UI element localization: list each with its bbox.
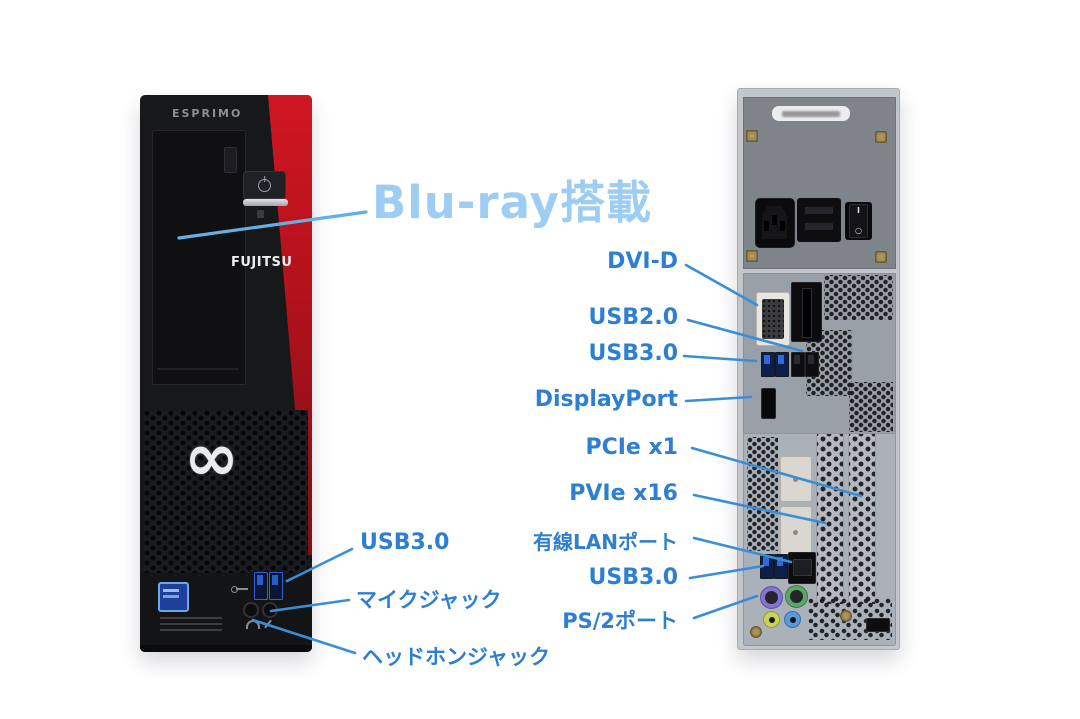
blank-slot-cover (780, 456, 812, 502)
label-usb20: USB2.0 (588, 305, 678, 330)
label-ps2: PS/2ポート (562, 609, 678, 633)
fujitsu-infinity-logo: ∞ (184, 419, 239, 496)
pc-front-view: ESPRIMO FUJITSU ∞ (140, 95, 312, 652)
label-blu-ray: Blu-ray搭載 (372, 176, 652, 229)
front-base-strip (140, 645, 312, 652)
front-mesh-grille (144, 410, 308, 582)
lan-port (788, 552, 816, 584)
power-indicator-bar (243, 199, 288, 206)
headphone-icon (246, 620, 260, 629)
label-dvi-d: DVI-D (607, 249, 678, 274)
screw (875, 251, 887, 263)
front-usb3-port-2 (269, 572, 283, 600)
audio-in-jack (784, 611, 801, 628)
esprimo-model-label: ESPRIMO (172, 107, 243, 120)
screw (750, 626, 762, 638)
rear-usb2-port-1 (791, 352, 805, 377)
label-pcie-x1: PCIe x1 (585, 435, 678, 460)
power-icon (258, 178, 271, 192)
model-info-sticker (160, 617, 222, 631)
audio-out-jack (763, 611, 780, 628)
drive-tray-seam (157, 368, 239, 370)
expansion-slot-cover (791, 282, 822, 342)
label-front-usb30: USB3.0 (360, 530, 450, 555)
front-usb3-port-1 (254, 572, 268, 600)
screw (840, 610, 852, 622)
blank-slot-cover (780, 506, 812, 558)
label-usb30-top: USB3.0 (588, 341, 678, 366)
label-sticker (772, 106, 850, 121)
label-headphone-jack: ヘッドホンジャック (362, 645, 550, 669)
switch-off-mark: ○ (855, 226, 862, 235)
switch-on-mark: I (857, 206, 860, 215)
rear-usb3-port-2 (775, 352, 789, 377)
label-lan: 有線LANポート (533, 530, 678, 554)
intel-sticker (158, 582, 189, 612)
blu-ray-drive-bay (152, 130, 246, 385)
ps2-keyboard-port (760, 586, 783, 609)
eject-button (224, 147, 237, 173)
pcie-x16-slot-cover (848, 434, 876, 604)
io-panel (743, 273, 896, 435)
headphone-jack (243, 602, 259, 618)
ps2-mouse-port (785, 585, 808, 608)
expansion-section (743, 433, 896, 646)
ac-power-inlet (755, 198, 795, 248)
front-port-panel (140, 572, 312, 652)
label-displayport: DisplayPort (534, 387, 678, 412)
screw (875, 131, 887, 143)
hdd-led-icon (257, 210, 264, 218)
vent-holes (849, 382, 893, 432)
displayport-port (761, 388, 776, 419)
security-lock-slot (866, 618, 890, 632)
screw (746, 250, 758, 262)
vent-holes (747, 437, 778, 551)
label-usb30-bottom: USB3.0 (588, 565, 678, 590)
pc-rear-view: I ○ (737, 88, 900, 650)
power-button (243, 171, 286, 199)
vent-holes (824, 275, 893, 320)
pcie-x1-slot-cover (816, 434, 844, 604)
rear-bottom-usb3-port-1 (760, 554, 774, 579)
dvi-d-port (756, 292, 790, 346)
rear-usb3-port-1 (761, 352, 775, 377)
screw (746, 130, 758, 142)
mic-icon (264, 619, 272, 629)
label-pvie-x16: PVIe x16 (569, 481, 678, 506)
rear-usb2-port-2 (805, 352, 819, 377)
fujitsu-wordmark: FUJITSU (231, 255, 293, 270)
label-mic-jack: マイクジャック (356, 588, 502, 612)
psu-vent-block (797, 198, 841, 242)
mic-jack (262, 602, 278, 618)
power-rocker-switch: I ○ (845, 202, 872, 240)
rear-bottom-usb3-port-2 (774, 554, 788, 579)
usb-icon (231, 586, 248, 593)
psu-section: I ○ (743, 97, 896, 269)
